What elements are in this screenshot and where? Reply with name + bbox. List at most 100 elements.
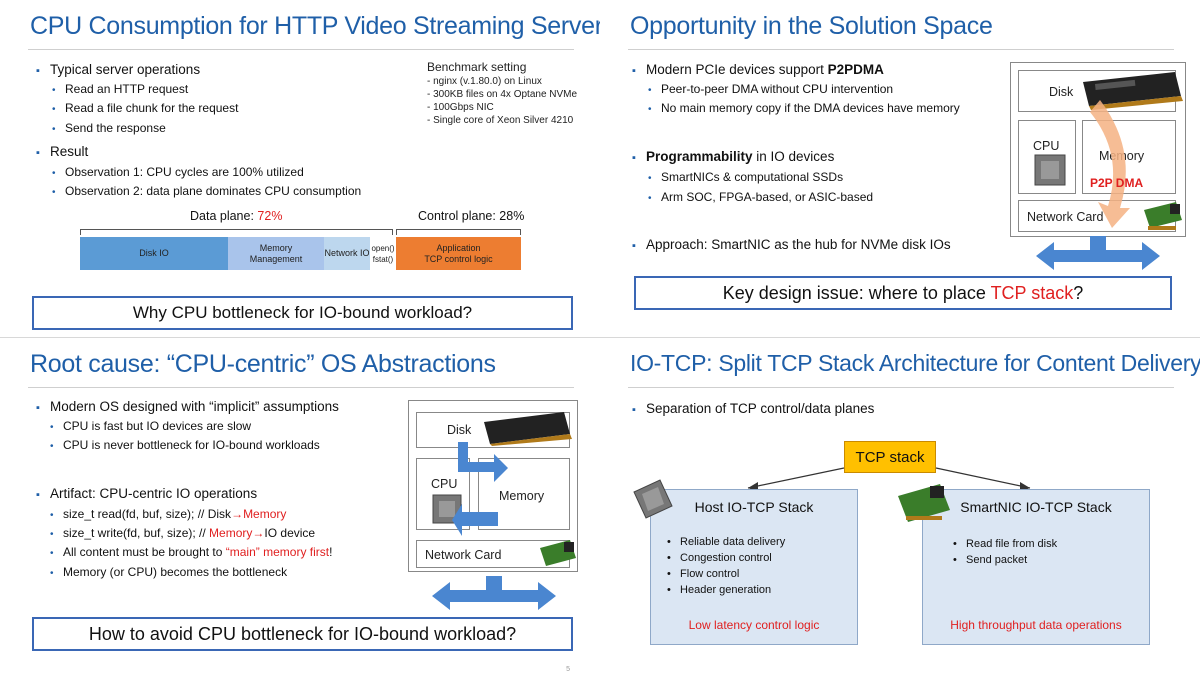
title-rule bbox=[628, 387, 1174, 388]
content-text: All content must be brought to bbox=[63, 545, 226, 559]
data-plane-text: Data plane: bbox=[190, 209, 258, 223]
bullet-text: Arm SOC, FPGA-based, or ASIC-based bbox=[661, 190, 874, 204]
smartnic-card-icon bbox=[898, 484, 950, 522]
data-plane-value: 72% bbox=[257, 209, 283, 223]
bullet-programmability: ▪Programmability in IO devices bbox=[632, 148, 834, 167]
bullet-text: Observation 2: data plane dominates CPU … bbox=[65, 184, 362, 198]
bullet-text: Separation of TCP control/data planes bbox=[646, 401, 875, 416]
smartnic-io-tcp-stack: SmartNIC IO-TCP Stack • Read file from d… bbox=[922, 489, 1150, 645]
network-card-icon bbox=[1144, 202, 1182, 230]
data-plane-label: Data plane: 72% bbox=[190, 209, 282, 223]
title-rule bbox=[28, 387, 574, 388]
bullet-icon: • bbox=[52, 187, 56, 198]
bullet-icon: • bbox=[50, 568, 54, 579]
bullet-icon: • bbox=[648, 193, 652, 204]
bullet-text: Read a file chunk for the request bbox=[65, 101, 239, 115]
sub-bullet: • Read an HTTP request bbox=[52, 81, 188, 99]
memory-box: Memory bbox=[1082, 120, 1176, 194]
key-issue-box: Key design issue: where to place TCP sta… bbox=[634, 276, 1172, 310]
host-stack-footer: Low latency control logic bbox=[688, 618, 820, 632]
bullet-icon: • bbox=[52, 168, 56, 179]
bullet-text: Modern PCIe devices support bbox=[646, 62, 828, 77]
bullet-text: Observation 1: CPU cycles are 100% utili… bbox=[65, 165, 304, 179]
cpu-label: CPU bbox=[1033, 139, 1060, 153]
bullet-text: Approach: SmartNIC as the hub for NVMe d… bbox=[646, 237, 951, 252]
slide-title: CPU Consumption for HTTP Video Streaming… bbox=[30, 12, 600, 40]
host-item-text: Reliable data delivery bbox=[680, 536, 786, 548]
nic-item-text: Read file from disk bbox=[966, 538, 1058, 550]
segment-disk-io: Disk IO bbox=[80, 237, 228, 270]
bullet-result: ▪Result bbox=[36, 143, 88, 162]
benchmark-item: - Single core of Xeon Silver 4210 bbox=[427, 115, 574, 126]
host-stack-item: • Flow control bbox=[667, 568, 740, 580]
segment-label: Management bbox=[249, 253, 303, 264]
read-arrow: → bbox=[231, 507, 244, 521]
bullet-text: SmartNICs & computational SSDs bbox=[661, 170, 844, 184]
read-text: size_t read(fd, buf, size); // Disk bbox=[63, 507, 232, 521]
read-highlight: Memory bbox=[243, 507, 287, 521]
bullet-icon: • bbox=[52, 124, 56, 135]
content-suffix: ! bbox=[329, 545, 333, 559]
bullet-icon: ▪ bbox=[36, 489, 40, 501]
bullet-text: Result bbox=[50, 144, 89, 159]
title-rule bbox=[628, 49, 1174, 50]
slide-title: IO-TCP: Split TCP Stack Architecture for… bbox=[630, 350, 1200, 376]
network-card-label: Network Card bbox=[1027, 210, 1104, 224]
slide-title: Root cause: “CPU-centric” OS Abstraction… bbox=[30, 350, 496, 378]
nvme-card-icon bbox=[484, 412, 572, 446]
question-box: Why CPU bottleneck for IO-bound workload… bbox=[32, 296, 573, 330]
question-text: Why CPU bottleneck for IO-bound workload… bbox=[132, 303, 473, 322]
write-highlight: Memory bbox=[209, 526, 253, 540]
bullet-text: Read an HTTP request bbox=[65, 82, 189, 96]
key-issue-highlight: TCP stack bbox=[990, 283, 1074, 303]
bullet-bold-text: Programmability bbox=[646, 149, 753, 164]
bullet-icon: ▪ bbox=[36, 402, 40, 414]
sub-bullet: •CPU is never bottleneck for IO-bound wo… bbox=[50, 437, 320, 455]
question-text: How to avoid CPU bottleneck for IO-bound… bbox=[88, 624, 517, 644]
bullet-icon: • bbox=[648, 85, 652, 96]
segment-label: Application bbox=[436, 242, 481, 253]
segment-label: fstat() bbox=[372, 254, 394, 264]
sub-bullet: • Observation 1: CPU cycles are 100% util… bbox=[52, 164, 304, 182]
control-plane-bracket bbox=[396, 229, 521, 235]
benchmark-heading: Benchmark setting bbox=[427, 60, 527, 74]
nvme-card-icon bbox=[1083, 72, 1183, 110]
p2p-dma-arrow bbox=[1090, 100, 1130, 228]
bullet-icon: ▪ bbox=[632, 404, 636, 416]
bullet-text: Modern OS designed with “implicit” assum… bbox=[50, 399, 339, 414]
bullet-text: Memory (or CPU) becomes the bottleneck bbox=[63, 565, 288, 579]
segment-label: Network IO bbox=[324, 248, 370, 258]
data-flow-arrows bbox=[452, 442, 508, 536]
bullet-icon: ▪ bbox=[632, 152, 636, 164]
page-number: 5 bbox=[566, 666, 570, 673]
network-double-arrow bbox=[1036, 236, 1160, 270]
bullet-icon: ▪ bbox=[36, 65, 40, 77]
segment-label: Disk IO bbox=[139, 248, 169, 258]
question-box: How to avoid CPU bottleneck for IO-bound… bbox=[32, 617, 573, 651]
write-arrow: → bbox=[252, 526, 265, 540]
disk-label: Disk bbox=[447, 423, 472, 437]
host-io-tcp-stack: Host IO-TCP Stack • Reliable data delive… bbox=[650, 489, 858, 645]
nic-item-text: Send packet bbox=[966, 554, 1028, 566]
nic-stack-item: • Read file from disk bbox=[953, 538, 1058, 550]
bullet-text: Peer-to-peer DMA without CPU interventio… bbox=[661, 82, 894, 96]
cpu-chip-icon bbox=[1034, 154, 1066, 186]
bullet-icon: ▪ bbox=[632, 240, 636, 252]
p2p-dma-label: P2P DMA bbox=[1090, 176, 1144, 190]
bullet-icon: • bbox=[52, 85, 56, 96]
sub-bullet-content: •All content must be brought to “main” m… bbox=[50, 544, 332, 562]
bullet-text: No main memory copy if the DMA devices h… bbox=[661, 101, 960, 115]
cpu-chip-icon bbox=[633, 479, 673, 519]
bullet-icon: • bbox=[50, 441, 54, 452]
benchmark-item: - 100Gbps NIC bbox=[427, 102, 494, 113]
bullet-modern-os: ▪ Modern OS designed with “implicit” assu… bbox=[36, 398, 339, 417]
control-plane-label: Control plane: 28% bbox=[418, 209, 525, 223]
bullet-icon: • bbox=[50, 529, 54, 540]
bullet-text: CPU is fast but IO devices are slow bbox=[63, 419, 252, 433]
sub-bullet: • Arm SOC, FPGA-based, or ASIC-based bbox=[648, 189, 873, 207]
key-issue-suffix: ? bbox=[1073, 283, 1084, 303]
host-stack-heading: Host IO-TCP Stack bbox=[694, 499, 814, 515]
sub-bullet: • Memory (or CPU) becomes the bottleneck bbox=[50, 564, 287, 582]
